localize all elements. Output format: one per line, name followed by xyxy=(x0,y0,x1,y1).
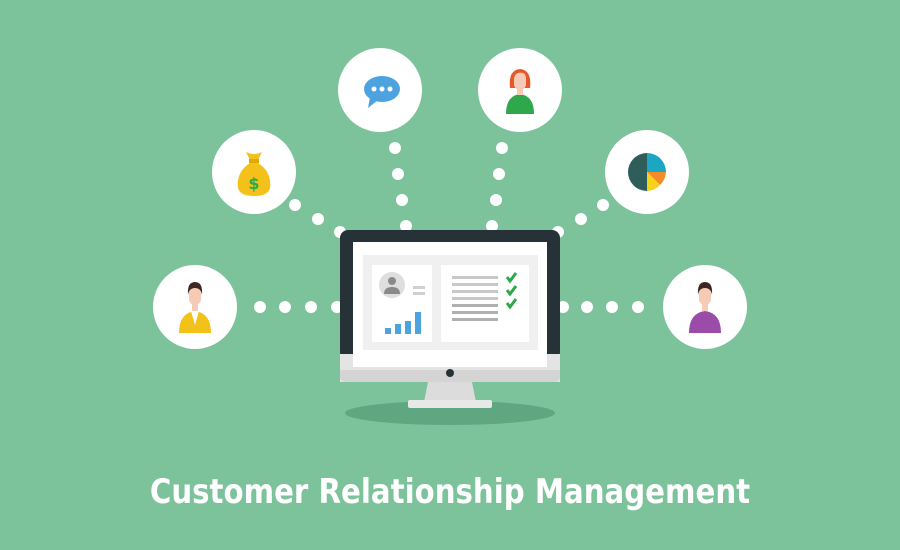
dot xyxy=(389,142,401,154)
analytics-node xyxy=(605,130,689,214)
dot xyxy=(289,199,301,211)
chat-bubble-icon xyxy=(364,76,400,108)
dot xyxy=(279,301,291,313)
dot xyxy=(575,213,587,225)
businessman-icon xyxy=(179,282,211,333)
dot xyxy=(254,301,266,313)
woman-icon xyxy=(506,69,534,114)
computer-monitor xyxy=(330,230,570,430)
pie-chart-icon xyxy=(628,153,666,191)
svg-text:$: $ xyxy=(248,174,259,193)
customer-node-left xyxy=(153,265,237,349)
dot xyxy=(632,301,644,313)
dot xyxy=(396,194,408,206)
customer-node-right xyxy=(663,265,747,349)
customer-node-top-right xyxy=(478,48,562,132)
dot xyxy=(597,199,609,211)
dot xyxy=(312,213,324,225)
dot xyxy=(496,142,508,154)
dot xyxy=(400,220,412,232)
money-bag-icon: $ xyxy=(237,152,271,196)
page-title: Customer Relationship Management xyxy=(149,472,751,512)
dot xyxy=(392,168,404,180)
dot xyxy=(490,194,502,206)
man-icon xyxy=(689,282,721,333)
dot xyxy=(606,301,618,313)
dot xyxy=(581,301,593,313)
dot xyxy=(305,301,317,313)
revenue-node: $ xyxy=(212,130,296,214)
dot xyxy=(486,220,498,232)
communication-node xyxy=(338,48,422,132)
dot xyxy=(493,168,505,180)
